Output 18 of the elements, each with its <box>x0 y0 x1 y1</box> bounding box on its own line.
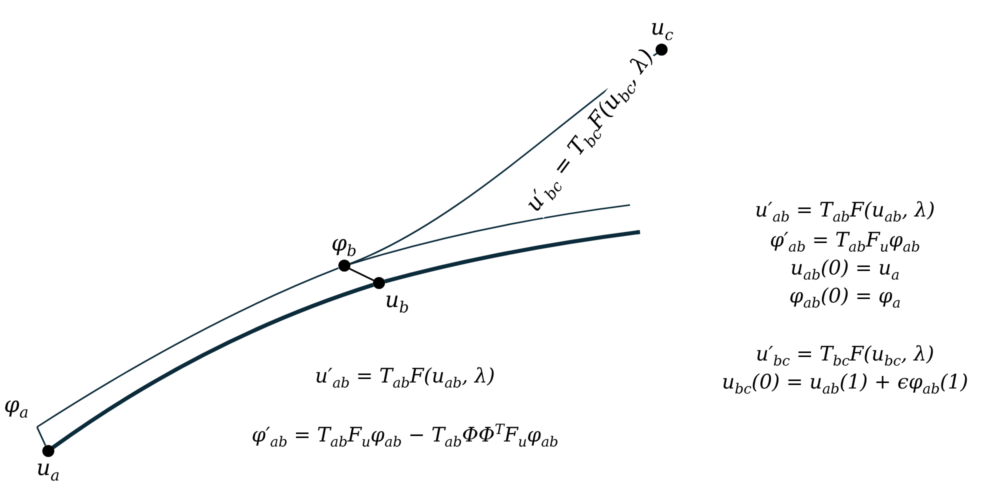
point-label: φ$_{b}$ <box>331 232 357 260</box>
connector-line <box>349 268 374 282</box>
equation: u$_{ab}$(0) = u$_{a}$ <box>790 256 900 284</box>
point-label: u$_{b}$ <box>384 289 410 316</box>
point-label: φ$_{a}$ <box>4 394 29 422</box>
curve <box>36 267 339 428</box>
curve <box>350 204 630 265</box>
equation: u′$_{ab}$ = T$_{ab}$F(u$_{ab}$, λ) <box>315 364 495 392</box>
connector-line <box>36 426 46 446</box>
equation: φ$_{ab}$(0) = φ$_{a}$ <box>789 284 901 312</box>
point-label: u$_{c}$ <box>650 16 674 44</box>
equation: φ′$_{ab}$ = T$_{ab}$F$_{u}$φ$_{ab}$ − T$_{ab}$ΦΦ$^{T}$F$_{u}$φ$_{ab}$ <box>252 422 558 452</box>
equation: u′$_{bc}$ = T$_{bc}$F(u$_{bc}$, λ) <box>756 342 934 370</box>
equation: φ′$_{ab}$ = T$_{ab}$F$_{u}$φ$_{ab}$ <box>770 228 920 256</box>
point-label: u$_{a}$ <box>36 457 60 484</box>
equation: u$_{bc}$(0) = u$_{ab}$(1) + ϵφ$_{ab}$(1) <box>722 370 968 398</box>
equation: u′$_{ab}$ = T$_{ab}$F(u$_{ab}$, λ) <box>755 198 935 226</box>
thick-curve <box>384 230 640 284</box>
